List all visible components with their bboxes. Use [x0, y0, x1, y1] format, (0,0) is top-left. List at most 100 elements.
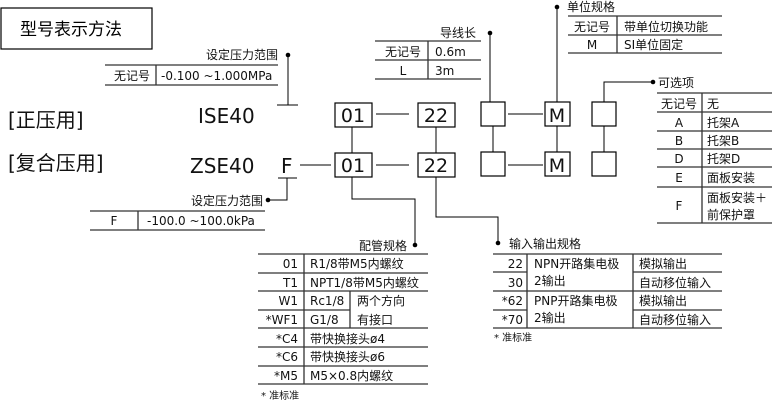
- leader-dot: [554, 4, 560, 10]
- suffix-f: F: [281, 154, 293, 178]
- piping-spec-table: [258, 253, 428, 385]
- table-cell: 面板安装: [707, 170, 755, 185]
- table-cell: 带快换接头ø6: [310, 349, 385, 364]
- table-cell: *M5: [274, 369, 298, 383]
- table-cell: 模拟输出: [639, 256, 687, 271]
- table-cell: 3m: [435, 64, 454, 78]
- wire-length-box: [480, 101, 506, 127]
- table-cell: 托架D: [707, 152, 740, 166]
- wire-length-box: [480, 151, 506, 177]
- table-cell: 模拟输出: [639, 293, 687, 308]
- unit-code: M: [549, 105, 565, 127]
- leader-line: [603, 81, 652, 102]
- leader-dot: [412, 242, 418, 248]
- option-box: [591, 151, 617, 177]
- leader-dot: [495, 240, 501, 246]
- leader-line: [435, 177, 499, 243]
- table-cell: 无记号: [114, 69, 150, 83]
- table-cell: G1/8: [310, 313, 339, 327]
- table-cell: W1: [279, 294, 299, 308]
- table-cell: 22: [508, 257, 523, 271]
- table-cell: NPT1/8带M5内螺纹: [310, 276, 419, 290]
- piping-code-box: [334, 152, 373, 178]
- table-cell: 带单位切换功能: [624, 19, 708, 34]
- table-cell: 前保护罩: [707, 207, 755, 222]
- table-cell: M: [587, 38, 597, 52]
- table-cell: 30: [508, 276, 523, 290]
- table-cell: *C4: [276, 332, 298, 346]
- table-cell: B: [675, 134, 683, 148]
- table-cell: 无: [707, 97, 719, 111]
- table-cell: -0.100 ~1.000MPa: [161, 69, 272, 83]
- leader-dot: [265, 197, 271, 203]
- options-table: [657, 92, 772, 224]
- table-cell: F: [111, 214, 118, 228]
- unit-code-box: [544, 101, 571, 127]
- table-cell: *C6: [276, 350, 298, 364]
- table-cell: 托架B: [707, 134, 739, 148]
- table-cell: D: [674, 152, 683, 166]
- piping-code: 01: [341, 105, 365, 127]
- unit-spec-title: 单位规格: [567, 0, 615, 14]
- table-cell: T1: [282, 276, 298, 290]
- table-cell: 无记号: [385, 45, 421, 59]
- piping-code: 01: [341, 155, 365, 177]
- table-cell: 面板安装＋: [707, 190, 767, 205]
- series-label-compound: [复合压用]: [8, 151, 104, 175]
- table-cell: 两个方向: [357, 293, 405, 308]
- io-spec-table: [493, 253, 722, 329]
- option-box: [591, 101, 617, 127]
- table-cell: 托架A: [707, 116, 740, 130]
- table-cell: 自动移位输入: [639, 275, 711, 290]
- io-code: 22: [424, 155, 448, 177]
- table-cell: 自动移位输入: [639, 312, 711, 327]
- io-spec-title: 输入输出规格: [509, 236, 581, 251]
- table-cell: E: [675, 171, 683, 185]
- options-title: 可选项: [658, 76, 694, 90]
- series-label-positive: [正压用]: [8, 108, 84, 132]
- table-cell: 无记号: [574, 20, 610, 34]
- pressure-range-table: [105, 64, 278, 86]
- io-code: 22: [424, 105, 448, 127]
- table-cell: *70: [502, 313, 523, 327]
- pressure-range-title: 设定压力范围: [206, 47, 278, 62]
- table-cell: Rc1/8: [310, 294, 344, 308]
- wire-length-table: [375, 40, 481, 80]
- table-cell: 带快换接头ø4: [310, 331, 385, 346]
- table-cell: 无记号: [661, 97, 697, 111]
- table-cell: F: [676, 199, 683, 213]
- leader-line: [351, 177, 416, 245]
- leader-line: [277, 55, 298, 106]
- table-cell: L: [400, 64, 407, 78]
- table-cell: NPN开路集电极: [534, 256, 619, 271]
- wire-length-title: 导线长: [440, 26, 476, 40]
- table-cell: 2输出: [534, 273, 566, 288]
- io-footnote: * 准标准: [494, 332, 532, 344]
- title-box: [0, 7, 153, 50]
- model-ise40: ISE40: [198, 104, 255, 128]
- piping-spec-rows: 01 R1/8带M5内螺纹 T1 NPT1/8带M5内螺纹 W1 Rc1/8 两…: [266, 257, 419, 383]
- io-spec-rows: 22 NPN开路集电极 模拟输出 30 2输出 自动移位输入 *62 PNP开路…: [502, 256, 711, 327]
- connector-lines: [300, 113, 605, 166]
- pressure-range-compound-table: [90, 210, 265, 231]
- table-cell: R1/8带M5内螺纹: [310, 257, 404, 271]
- table-cell: 01: [283, 257, 298, 271]
- leader-dot: [650, 79, 656, 85]
- piping-footnote: * 准标准: [261, 390, 299, 402]
- table-cell: SI单位固定: [624, 37, 683, 52]
- table-cell: *WF1: [266, 313, 298, 327]
- table-cell: *62: [502, 294, 523, 308]
- table-cell: 2输出: [534, 310, 566, 325]
- table-cell: A: [675, 116, 684, 130]
- pressure-range-compound-title: 设定压力范围: [191, 193, 263, 208]
- title: 型号表示方法: [20, 20, 122, 40]
- piping-spec-title: 配管规格: [359, 238, 407, 253]
- table-cell: PNP开路集电极: [534, 293, 617, 308]
- model-zse40: ZSE40: [190, 154, 254, 178]
- piping-code-box: [334, 102, 373, 128]
- table-cell: 0.6m: [435, 45, 466, 59]
- table-cell: -100.0 ~100.0kPa: [147, 214, 255, 228]
- unit-code-box: [544, 151, 571, 177]
- leader-line: [268, 177, 297, 201]
